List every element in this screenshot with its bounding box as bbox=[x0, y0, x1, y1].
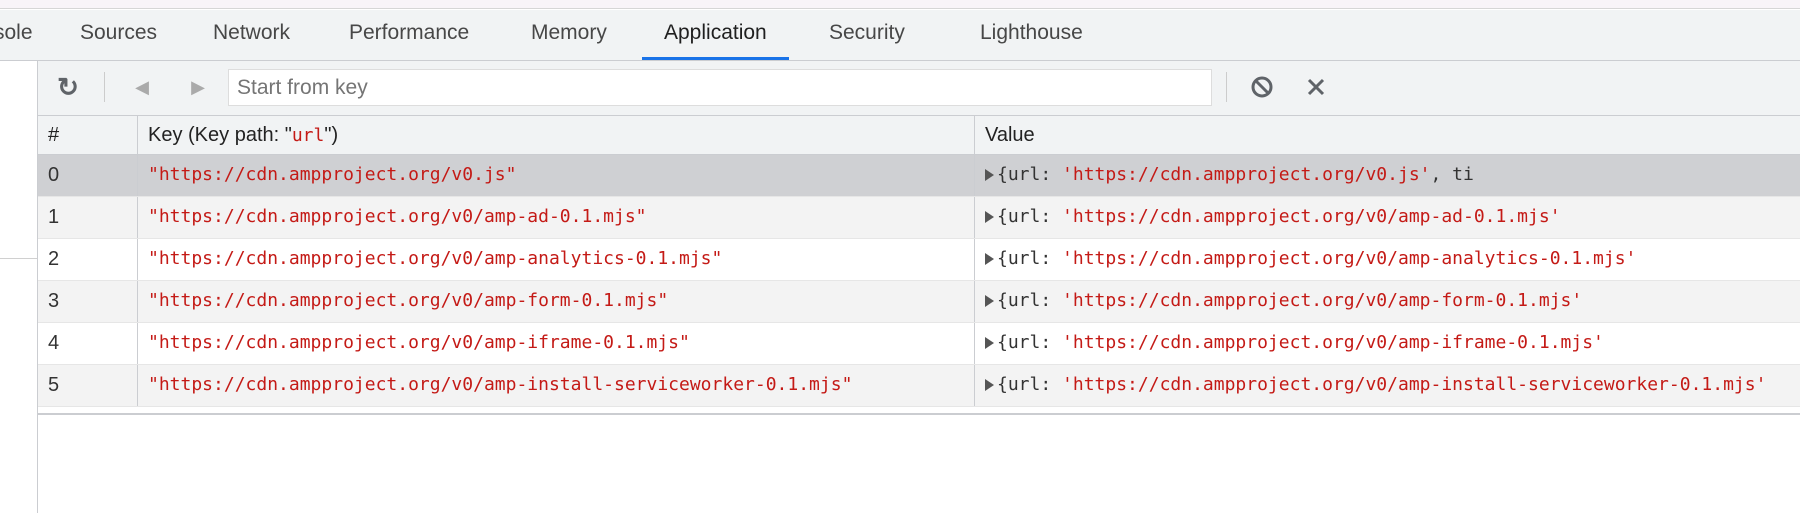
row-index: 0 bbox=[38, 155, 138, 196]
tab-memory[interactable]: Memory bbox=[531, 21, 607, 44]
value-prefix: {url: bbox=[997, 290, 1063, 311]
devtools-tab-bar: sole Sources Network Performance Memory … bbox=[0, 10, 1800, 61]
block-icon[interactable] bbox=[1246, 71, 1278, 103]
row-value: {url: 'https://cdn.ampproject.org/v0/amp… bbox=[975, 365, 1800, 406]
expand-triangle-icon[interactable] bbox=[985, 253, 994, 265]
row-key: "https://cdn.ampproject.org/v0.js" bbox=[138, 155, 975, 196]
table-row[interactable]: 1 "https://cdn.ampproject.org/v0/amp-ad-… bbox=[38, 197, 1800, 239]
indexeddb-data-table: # Key (Key path: "url") Value 0 "https:/… bbox=[38, 116, 1800, 407]
table-row[interactable]: 2 "https://cdn.ampproject.org/v0/amp-ana… bbox=[38, 239, 1800, 281]
refresh-icon[interactable]: ↻ bbox=[57, 71, 79, 102]
toolbar-divider bbox=[104, 72, 105, 102]
row-value: {url: 'https://cdn.ampproject.org/v0.js'… bbox=[975, 155, 1800, 196]
row-key: "https://cdn.ampproject.org/v0/amp-ad-0.… bbox=[138, 197, 975, 238]
sidebar-divider bbox=[0, 258, 37, 259]
expand-triangle-icon[interactable] bbox=[985, 211, 994, 223]
header-value[interactable]: Value bbox=[985, 124, 1035, 146]
value-url: 'https://cdn.ampproject.org/v0/amp-analy… bbox=[1062, 248, 1637, 269]
value-url: 'https://cdn.ampproject.org/v0.js' bbox=[1062, 164, 1431, 185]
row-index: 5 bbox=[38, 365, 138, 406]
triangle-right-icon[interactable]: ▶ bbox=[191, 76, 205, 97]
triangle-left-icon[interactable]: ◀ bbox=[135, 76, 149, 97]
row-index: 3 bbox=[38, 281, 138, 322]
table-row[interactable]: 0 "https://cdn.ampproject.org/v0.js" {ur… bbox=[38, 155, 1800, 197]
expand-triangle-icon[interactable] bbox=[985, 379, 994, 391]
value-prefix: {url: bbox=[997, 206, 1063, 227]
header-key-suffix: ") bbox=[324, 124, 339, 146]
value-prefix: {url: bbox=[997, 374, 1063, 395]
table-header: # Key (Key path: "url") Value bbox=[38, 116, 1800, 155]
row-key: "https://cdn.ampproject.org/v0/amp-form-… bbox=[138, 281, 975, 322]
expand-triangle-icon[interactable] bbox=[985, 337, 994, 349]
table-row[interactable]: 5 "https://cdn.ampproject.org/v0/amp-ins… bbox=[38, 365, 1800, 407]
tab-application[interactable]: Application bbox=[642, 10, 789, 60]
value-url: 'https://cdn.ampproject.org/v0/amp-insta… bbox=[1062, 374, 1767, 395]
value-url: 'https://cdn.ampproject.org/v0/amp-ad-0.… bbox=[1062, 206, 1561, 227]
indexeddb-toolbar: ↻ ◀ ▶ bbox=[38, 61, 1800, 116]
header-index[interactable]: # bbox=[38, 116, 138, 154]
row-key: "https://cdn.ampproject.org/v0/amp-analy… bbox=[138, 239, 975, 280]
expand-triangle-icon[interactable] bbox=[985, 169, 994, 181]
row-key: "https://cdn.ampproject.org/v0/amp-ifram… bbox=[138, 323, 975, 364]
row-value: {url: 'https://cdn.ampproject.org/v0/amp… bbox=[975, 239, 1800, 280]
value-prefix: {url: bbox=[997, 248, 1063, 269]
header-key-path: url bbox=[291, 125, 325, 146]
header-key-prefix: Key (Key path: " bbox=[148, 124, 292, 146]
toolbar-divider bbox=[1226, 72, 1227, 102]
tab-console[interactable]: sole bbox=[0, 21, 33, 44]
tab-lighthouse[interactable]: Lighthouse bbox=[980, 21, 1083, 44]
start-from-key-input[interactable] bbox=[228, 69, 1212, 106]
value-rest: , ti bbox=[1430, 164, 1474, 185]
row-value: {url: 'https://cdn.ampproject.org/v0/amp… bbox=[975, 281, 1800, 322]
tab-sources[interactable]: Sources bbox=[80, 21, 158, 44]
row-index: 4 bbox=[38, 323, 138, 364]
application-sidebar bbox=[0, 61, 38, 513]
value-prefix: {url: bbox=[997, 332, 1063, 353]
table-row[interactable]: 4 "https://cdn.ampproject.org/v0/amp-ifr… bbox=[38, 323, 1800, 365]
expand-triangle-icon[interactable] bbox=[985, 295, 994, 307]
row-value: {url: 'https://cdn.ampproject.org/v0/amp… bbox=[975, 197, 1800, 238]
value-url: 'https://cdn.ampproject.org/v0/amp-ifram… bbox=[1062, 332, 1604, 353]
row-index: 1 bbox=[38, 197, 138, 238]
value-url: 'https://cdn.ampproject.org/v0/amp-form-… bbox=[1062, 290, 1583, 311]
table-row[interactable]: 3 "https://cdn.ampproject.org/v0/amp-for… bbox=[38, 281, 1800, 323]
window-top-strip bbox=[0, 0, 1800, 9]
row-key: "https://cdn.ampproject.org/v0/amp-insta… bbox=[138, 365, 975, 406]
row-index: 2 bbox=[38, 239, 138, 280]
close-icon[interactable] bbox=[1300, 71, 1332, 103]
tab-performance[interactable]: Performance bbox=[349, 21, 470, 44]
table-bottom-border bbox=[38, 413, 1800, 415]
tab-security[interactable]: Security bbox=[829, 21, 905, 44]
value-prefix: {url: bbox=[997, 164, 1063, 185]
tab-network[interactable]: Network bbox=[213, 21, 291, 44]
header-key[interactable]: Key (Key path: "url") bbox=[138, 116, 975, 154]
row-value: {url: 'https://cdn.ampproject.org/v0/amp… bbox=[975, 323, 1800, 364]
